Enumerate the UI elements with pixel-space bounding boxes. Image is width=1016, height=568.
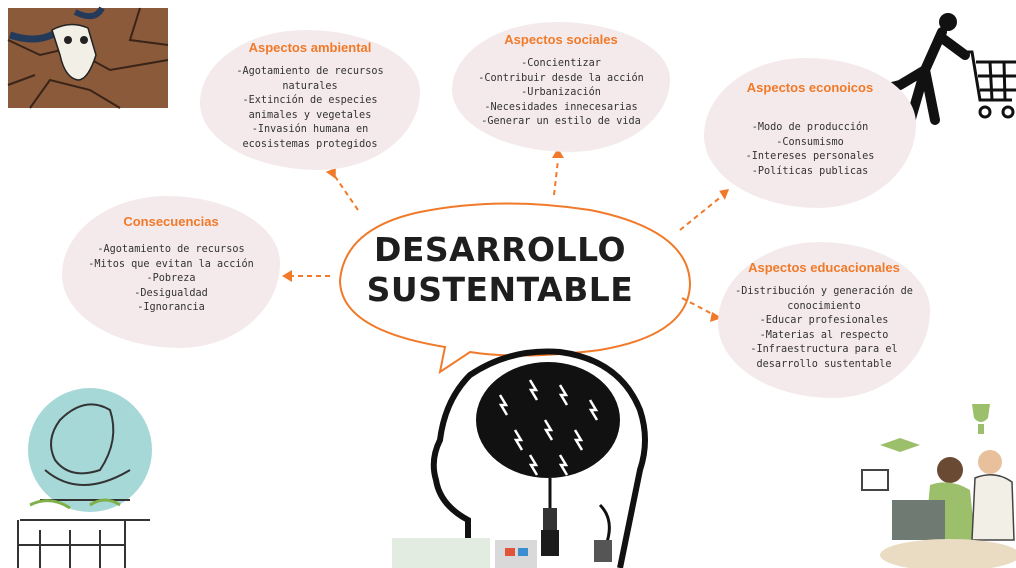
students-trophy-icon [861,404,1016,568]
list-item: -Ignorancia [137,302,205,313]
node-items-consecuencias: -Agotamiento de recursos -Mitos que evit… [66,243,276,316]
list-item: -Educar profesionales [759,315,889,326]
list-item: -Políticas publicas [751,165,869,177]
arrow-to-ambiental [331,171,359,211]
node-title-consecuencias: Consecuencias [123,214,219,229]
list-item: desarrollo sustentable [756,358,892,370]
center-speech-bubble [338,202,692,375]
arrowhead [282,270,292,282]
list-item: animales y vegetales [248,109,372,121]
list-item: conocimiento [787,300,861,312]
arrowhead [719,189,730,200]
blob-educacionales [718,242,930,398]
node-educacionales: Aspectos educacionales -Distribución y g… [716,260,932,372]
list-item: -Agotamiento de recursos [236,66,384,77]
arrow-to-sociales [553,159,559,196]
node-items-economicos: -Modo de producción -Consumismo -Interes… [712,121,908,179]
node-title-educacionales: Aspectos educacionales [748,260,900,275]
list-item: -Mitos que evitan la acción [88,258,254,270]
brain-head-icon [392,348,648,568]
list-item: -Intereses personales [745,151,875,162]
node-sociales: Aspectos sociales -Concientizar -Contrib… [458,32,664,130]
node-consecuencias: Consecuencias -Agotamiento de recursos -… [66,214,276,316]
list-item: -Concientizar [521,58,601,69]
blob-economicos [704,58,916,208]
list-item: -Desigualdad [134,287,208,299]
blob-consecuencias [62,196,280,348]
list-item: -Contribuir desde la acción [478,72,644,84]
list-item: -Extinción de especies [242,95,378,106]
list-item: -Urbanización [521,87,601,98]
arrow-to-educacionales [681,297,717,317]
center-title-line2: SUSTENTABLE [366,270,634,309]
center-title: DESARROLLO SUSTENTABLE [360,230,640,310]
list-item: -Agotamiento de recursos [97,244,245,255]
arrowhead [552,148,564,158]
center-title-line1: DESARROLLO [373,230,627,269]
list-item: -Necesidades innecesarias [484,101,638,113]
node-title-economicos: Aspectos econoicos [746,80,874,95]
list-item: -Invasión humana en [251,124,369,135]
arrowhead [325,167,336,179]
list-item: -Distribución y generación de [735,286,913,297]
cow-skull-icon [7,6,169,109]
blob-ambiental [200,30,420,170]
list-item: -Materias al respecto [759,329,889,341]
node-items-educacionales: -Distribución y generación de conocimien… [716,285,932,372]
blob-sociales [452,22,670,152]
arrowhead [710,312,722,322]
list-item: -Modo de producción [751,122,869,133]
node-items-ambiental: -Agotamiento de recursos naturales -Exti… [202,65,418,152]
connector-arrows [290,159,723,317]
list-item: -Generar un estilo de vida [481,116,641,127]
list-item: ecosistemas protegidos [242,138,378,150]
list-item: -Pobreza [146,273,196,284]
list-item: naturales [282,80,338,92]
arrow-to-economicos [679,195,723,231]
node-items-sociales: -Concientizar -Contribuir desde la acció… [458,57,664,130]
shopping-cart-person-icon [875,13,1016,127]
list-item: -Infraestructura para el [750,344,898,355]
node-title-sociales: Aspectos sociales [504,32,618,47]
list-item: -Consumismo [776,136,844,148]
sad-person-icon [17,388,152,568]
node-title-ambiental: Aspectos ambiental [248,40,372,55]
node-ambiental: Aspectos ambiental -Agotamiento de recur… [202,40,418,152]
node-economicos: Aspectos econoicos -Modo de producción -… [712,80,908,179]
